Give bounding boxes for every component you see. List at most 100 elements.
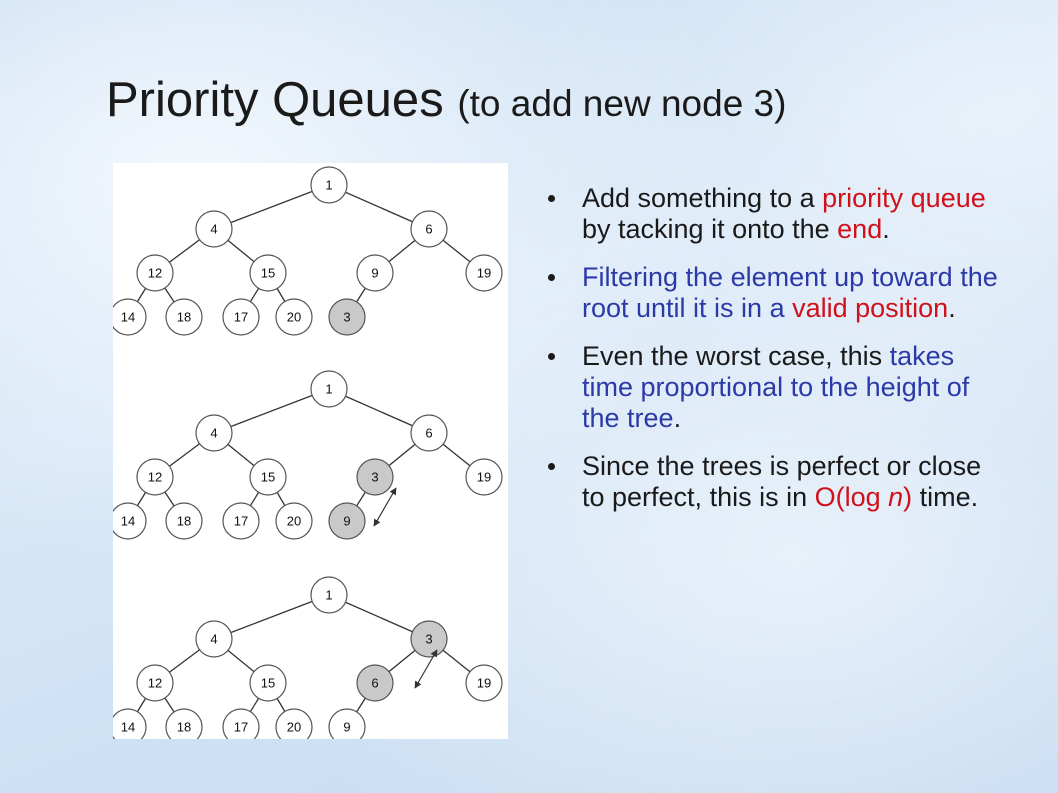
tree-node-label: 19 xyxy=(477,676,491,691)
bullet-text-segment: time. xyxy=(912,482,979,512)
bullet-text-segment: n xyxy=(888,482,904,512)
tree-node-label: 6 xyxy=(425,222,432,237)
tree-node-label: 20 xyxy=(287,720,301,735)
tree-node xyxy=(275,708,313,739)
tree-node-label: 15 xyxy=(261,470,275,485)
tree-node xyxy=(165,708,203,739)
tree-node-label: 12 xyxy=(148,676,162,691)
tree-node-label: 18 xyxy=(177,514,191,529)
tree-node-label: 9 xyxy=(343,720,350,735)
tree-node xyxy=(465,458,503,496)
tree-node xyxy=(356,254,394,292)
tree-node-label: 3 xyxy=(371,470,378,485)
bullet-text-segment: Add something to a xyxy=(582,183,823,213)
tree-node-label: 3 xyxy=(343,310,350,325)
tree-node xyxy=(275,298,313,336)
tree-node-label: 19 xyxy=(477,470,491,485)
tree-node-label: 12 xyxy=(148,266,162,281)
tree-node-label: 18 xyxy=(177,720,191,735)
tree-node xyxy=(222,708,260,739)
bullet-list: Add something to a priority queue by tac… xyxy=(535,183,1005,530)
tree-node xyxy=(195,210,233,248)
tree-node xyxy=(249,458,287,496)
tree-node-label: 14 xyxy=(121,514,135,529)
tree-node xyxy=(222,502,260,540)
tree-node-label: 6 xyxy=(371,676,378,691)
tree-node-label: 9 xyxy=(343,514,350,529)
tree-node-label: 15 xyxy=(261,266,275,281)
tree-node xyxy=(165,502,203,540)
bullet-text-segment: . xyxy=(948,293,956,323)
tree-node xyxy=(136,254,174,292)
tree-node xyxy=(136,664,174,702)
tree-node-label: 20 xyxy=(287,310,301,325)
bullet-text-segment: . xyxy=(882,214,890,244)
tree-edge xyxy=(213,594,330,640)
bullet-text-segment: by tacking it onto the xyxy=(582,214,838,244)
tree-node xyxy=(136,458,174,496)
bullet-text-segment: priority queue xyxy=(822,183,986,213)
bullet-text-segment: Since the trees is perfect or close to p… xyxy=(582,451,982,512)
bullet-item: Add something to a priority queue by tac… xyxy=(535,183,1005,245)
tree-node-label: 4 xyxy=(210,222,217,237)
swap-arrow-icon xyxy=(373,487,397,527)
bullet-text-segment: . xyxy=(673,403,682,433)
tree-node-label: 12 xyxy=(148,470,162,485)
tree-node xyxy=(465,254,503,292)
bullet-dot-icon xyxy=(548,463,555,470)
tree-node-label: 3 xyxy=(425,632,432,647)
tree-node xyxy=(113,708,147,739)
tree-node-label: 19 xyxy=(477,266,491,281)
tree-node xyxy=(465,664,503,702)
tree-node-label: 1 xyxy=(325,178,332,193)
tree-node-label: 4 xyxy=(210,632,217,647)
bullet-item: Even the worst case, this takes time pro… xyxy=(535,341,1005,434)
tree-node-label: 14 xyxy=(121,310,135,325)
tree-edge xyxy=(213,184,330,230)
tree-node xyxy=(113,502,147,540)
bullet-text-segment: Even the worst case, this xyxy=(582,341,890,371)
tree-node xyxy=(165,298,203,336)
tree-node xyxy=(249,664,287,702)
tree-node-label: 17 xyxy=(234,310,248,325)
tree-node-label: 14 xyxy=(121,720,135,735)
tree-node xyxy=(356,664,394,702)
bullet-text-segment: O(log xyxy=(814,482,889,512)
bullet-dot-icon xyxy=(548,195,555,202)
tree-node-label: 20 xyxy=(287,514,301,529)
title-subtitle: (to add new node 3) xyxy=(457,83,787,124)
tree-node xyxy=(328,502,366,540)
slide-title: Priority Queues (to add new node 3) xyxy=(106,72,786,128)
tree-node-label: 1 xyxy=(325,382,332,397)
tree-node xyxy=(195,414,233,452)
tree-node xyxy=(222,298,260,336)
tree-node-label: 17 xyxy=(234,514,248,529)
swap-arrow-icon xyxy=(414,649,438,689)
tree-node-label: 18 xyxy=(177,310,191,325)
bullet-item: Filtering the element up toward the root… xyxy=(535,262,1005,324)
tree-node xyxy=(275,502,313,540)
bullet-text-segment: valid position xyxy=(792,293,949,323)
bullet-dot-icon xyxy=(548,274,555,281)
title-main: Priority Queues xyxy=(106,73,444,127)
tree-node xyxy=(113,298,147,336)
bullet-text-segment: end xyxy=(837,214,883,244)
tree-node-label: 17 xyxy=(234,720,248,735)
bullet-text-segment: ) xyxy=(903,482,913,512)
tree-node-label: 9 xyxy=(371,266,378,281)
bullet-text-segment: takes time proportional to the height of… xyxy=(582,341,970,433)
tree-node xyxy=(328,708,366,739)
tree-node-label: 1 xyxy=(325,588,332,603)
tree-node xyxy=(410,414,448,452)
bullet-text-segment: Filtering the element up toward the root… xyxy=(582,262,998,323)
tree-node xyxy=(310,166,348,204)
tree-node-label: 4 xyxy=(210,426,217,441)
tree-node xyxy=(410,210,448,248)
tree-node xyxy=(310,370,348,408)
tree-node xyxy=(328,298,366,336)
tree-node xyxy=(249,254,287,292)
